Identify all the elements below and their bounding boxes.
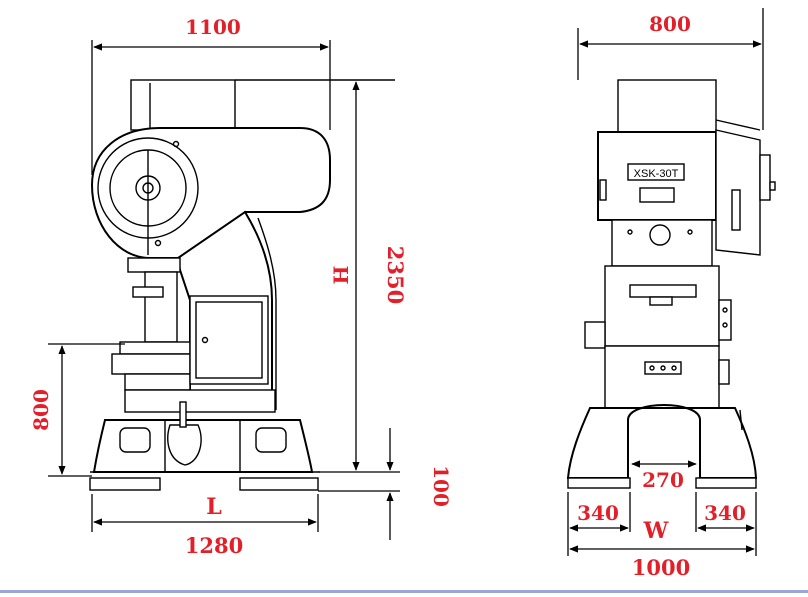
label-foot-right: 340	[704, 501, 746, 525]
side-motor	[130, 79, 236, 131]
label-base-height: 100	[429, 465, 453, 507]
front-motor	[617, 79, 717, 133]
front-base	[566, 404, 758, 479]
label-front-width-top: 800	[649, 12, 691, 36]
front-frame	[604, 265, 720, 347]
label-table-height: 800	[29, 389, 53, 431]
front-gearbox	[715, 129, 761, 256]
front-view: XSK-30T 80	[566, 8, 776, 580]
label-foot-left: 340	[577, 501, 619, 525]
model-plate-text: XSK-30T	[634, 168, 679, 180]
side-foot-right	[239, 477, 319, 491]
footer-bar	[0, 590, 808, 593]
label-height-symbol: H	[329, 266, 353, 285]
label-width-top: 1100	[185, 15, 241, 39]
front-neck	[611, 219, 713, 267]
front-foot-right	[695, 477, 757, 489]
label-length-value: 1280	[185, 533, 243, 558]
model-plate	[627, 163, 685, 181]
side-view: 1100 H 2350 100 800 L 1280	[29, 15, 453, 558]
label-height-value: 2350	[383, 246, 408, 304]
front-foot-left	[567, 477, 631, 489]
label-throat-width: 270	[642, 468, 684, 492]
side-cabinet	[189, 295, 269, 385]
side-foot-left	[89, 477, 161, 491]
front-lower-frame	[604, 345, 720, 409]
side-foot-pedal	[167, 424, 202, 466]
label-length-symbol: L	[206, 494, 221, 520]
label-front-width: 1000	[632, 555, 690, 580]
label-width-symbol: W	[643, 518, 669, 544]
